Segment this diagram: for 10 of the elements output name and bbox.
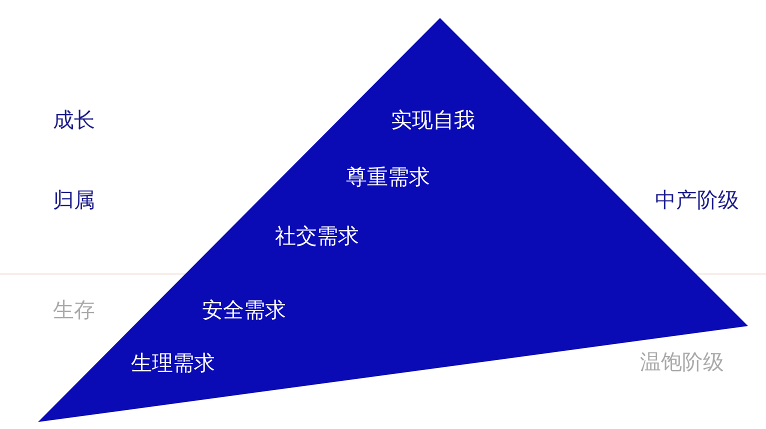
side-label: 温饱阶级 bbox=[640, 349, 724, 375]
level-label: 生理需求 bbox=[131, 350, 215, 376]
side-label: 中产阶级 bbox=[655, 187, 739, 213]
level-label: 安全需求 bbox=[202, 297, 286, 323]
level-label: 实现自我 bbox=[391, 107, 475, 133]
side-label: 成长 bbox=[53, 107, 95, 133]
level-label: 社交需求 bbox=[275, 223, 359, 249]
level-label: 尊重需求 bbox=[346, 164, 430, 190]
side-label: 归属 bbox=[53, 187, 95, 213]
side-label: 生存 bbox=[53, 297, 95, 323]
